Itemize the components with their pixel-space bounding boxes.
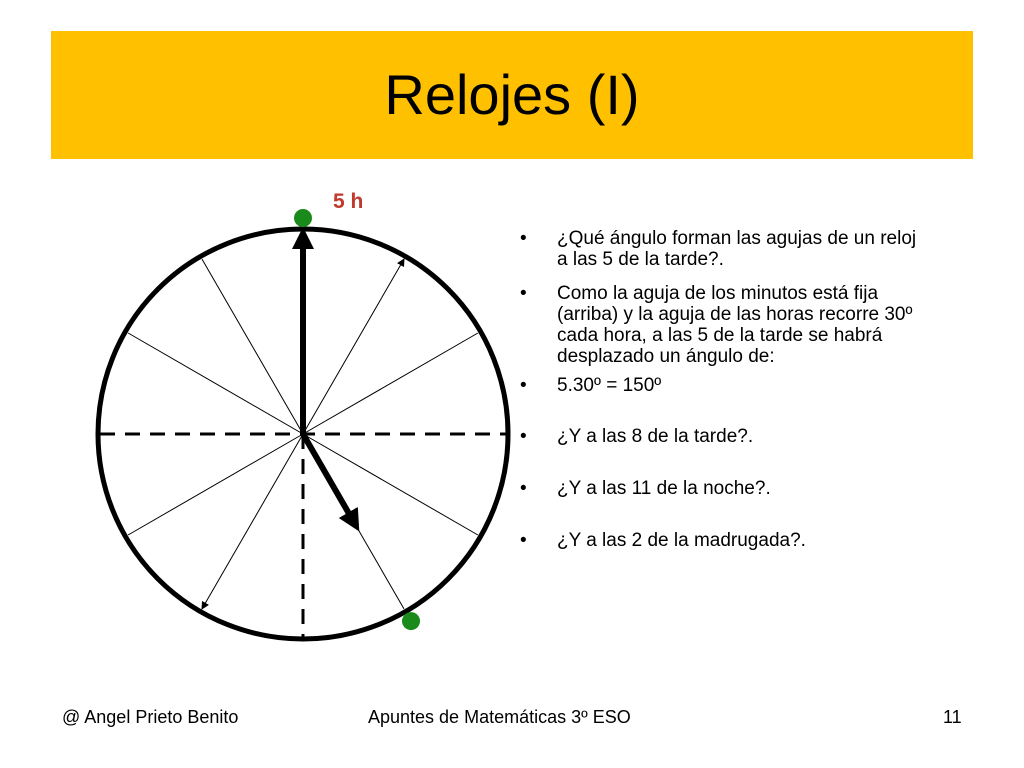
hour-position-dot (402, 612, 420, 631)
clock-spoke-120 (302, 433, 479, 536)
clock-spoke-60 (302, 332, 479, 435)
bullet-text: ¿Y a las 2 de la madrugada?. (557, 530, 806, 551)
title-bar: Relojes (I) (51, 31, 973, 159)
bullet-dot: • (520, 283, 527, 304)
hour-hand (300, 432, 360, 532)
bullet-dot: • (520, 375, 527, 396)
bullet-text: ¿Y a las 8 de la tarde?. (557, 426, 754, 447)
minute-position-dot (294, 209, 312, 227)
bullet-dot: • (520, 478, 527, 499)
clock-spoke-330 (201, 258, 304, 435)
clock-spoke-30 (302, 258, 405, 435)
slide-title: Relojes (I) (384, 63, 640, 126)
bullet-dot: • (520, 530, 527, 551)
footer-course: Apuntes de Matemáticas 3º ESO (368, 707, 631, 727)
bullet-text: ¿Y a las 11 de la noche?. (557, 478, 771, 499)
footer-author: @ Angel Prieto Benito (62, 707, 239, 727)
bullet-item: • 5.30º = 150º (520, 375, 920, 396)
bullet-item: • ¿Y a las 11 de la noche?. (520, 478, 920, 499)
bullet-item: • ¿Qué ángulo forman las agujas de un re… (520, 228, 920, 270)
bullet-text: ¿Qué ángulo forman las agujas de un relo… (557, 228, 917, 270)
bullet-list: • ¿Qué ángulo forman las agujas de un re… (520, 228, 920, 551)
clock-spoke-300 (127, 332, 304, 435)
hour-label: 5 h (333, 190, 363, 213)
bullet-dot: • (520, 228, 527, 249)
clock-spoke-240 (127, 433, 304, 536)
bullet-item: • Como la aguja de los minutos está fija… (520, 283, 920, 367)
bullet-dot: • (520, 426, 527, 447)
footer-page-number: 11 (943, 707, 962, 727)
bullet-item: • ¿Y a las 8 de la tarde?. (520, 426, 920, 447)
clock-diagram: 5 h (95, 190, 511, 642)
bullet-text: 5.30º = 150º (557, 375, 662, 396)
bullet-item: • ¿Y a las 2 de la madrugada?. (520, 530, 920, 551)
bullet-text: Como la aguja de los minutos está fija (… (557, 283, 913, 367)
clock-spoke-210 (201, 433, 304, 610)
